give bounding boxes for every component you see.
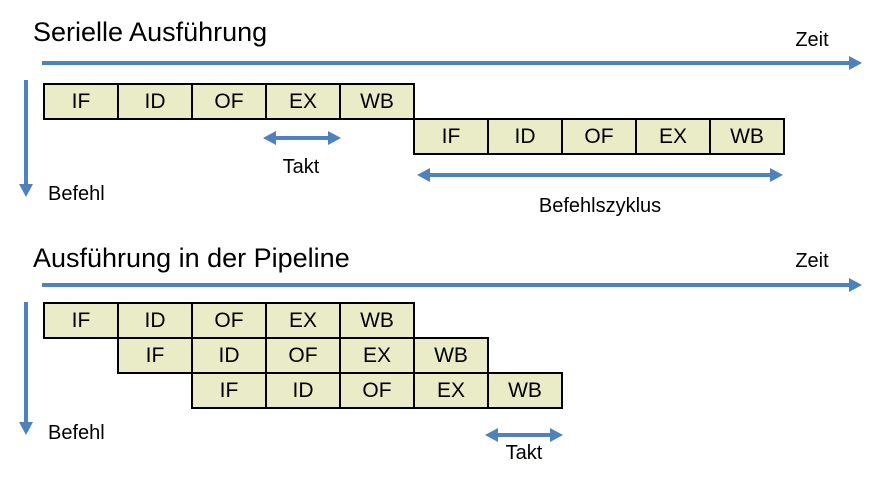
stage-cell: WB (339, 302, 415, 339)
stage-cell: ID (117, 302, 193, 339)
time-axis-arrow (42, 55, 862, 71)
stage-cell: OF (339, 372, 415, 409)
stage-cell: EX (413, 372, 489, 409)
arrowhead-right-icon (550, 428, 563, 442)
clock-period-arrow (263, 130, 341, 146)
clock-label: Takt (282, 156, 320, 178)
stage-row: IF ID OF EX WB (413, 118, 785, 155)
arrowhead-left-icon (263, 131, 276, 145)
stage-cell: OF (265, 337, 341, 374)
stage-cell: IF (117, 337, 193, 374)
stage-cell: EX (339, 337, 415, 374)
clock-period-line (498, 433, 550, 437)
stage-row: IF ID OF EX WB (117, 337, 489, 374)
stage-cell: EX (635, 118, 711, 155)
stage-cell: EX (265, 302, 341, 339)
arrowhead-down-icon (19, 422, 33, 435)
instruction-cycle-arrow (417, 167, 783, 183)
stage-cell: WB (413, 337, 489, 374)
stage-row: IF ID OF EX WB (43, 83, 415, 120)
serial-title: Serielle Ausführung (33, 17, 268, 47)
stage-cell: IF (191, 372, 267, 409)
arrowhead-right-icon (328, 131, 341, 145)
instruction-cycle-line (430, 173, 770, 177)
arrowhead-right-icon (849, 56, 862, 70)
instruction-label: Befehl (48, 183, 105, 205)
clock-period-arrow (485, 427, 563, 443)
cycle-label: Befehlszyklus (538, 195, 662, 217)
stage-cell: OF (191, 83, 267, 120)
stage-cell: OF (561, 118, 637, 155)
stage-cell: IF (43, 83, 119, 120)
arrowhead-right-icon (770, 168, 783, 182)
instruction-label: Befehl (48, 422, 105, 444)
clock-label: Takt (505, 442, 543, 464)
arrowhead-left-icon (485, 428, 498, 442)
clock-period-line (276, 136, 328, 140)
time-axis-line (42, 61, 849, 65)
time-axis-line (42, 283, 849, 287)
time-axis-arrow (42, 277, 862, 293)
stage-cell: ID (117, 83, 193, 120)
stage-cell: WB (339, 83, 415, 120)
arrowhead-left-icon (417, 168, 430, 182)
instruction-axis-arrow (18, 80, 34, 197)
stage-cell: IF (43, 302, 119, 339)
stage-cell: WB (709, 118, 785, 155)
stage-cell: IF (413, 118, 489, 155)
stage-cell: ID (265, 372, 341, 409)
time-label: Zeit (795, 250, 829, 272)
instruction-axis-line (24, 302, 28, 422)
stage-cell: OF (191, 302, 267, 339)
arrowhead-right-icon (849, 278, 862, 292)
arrowhead-down-icon (19, 184, 33, 197)
time-label: Zeit (795, 29, 829, 51)
stage-cell: WB (487, 372, 563, 409)
stage-cell: ID (191, 337, 267, 374)
pipeline-title: Ausführung in der Pipeline (33, 243, 350, 273)
stage-cell: ID (487, 118, 563, 155)
instruction-axis-line (24, 80, 28, 184)
stage-cell: EX (265, 83, 341, 120)
stage-row: IF ID OF EX WB (43, 302, 415, 339)
instruction-axis-arrow (18, 302, 34, 435)
stage-row: IF ID OF EX WB (191, 372, 563, 409)
